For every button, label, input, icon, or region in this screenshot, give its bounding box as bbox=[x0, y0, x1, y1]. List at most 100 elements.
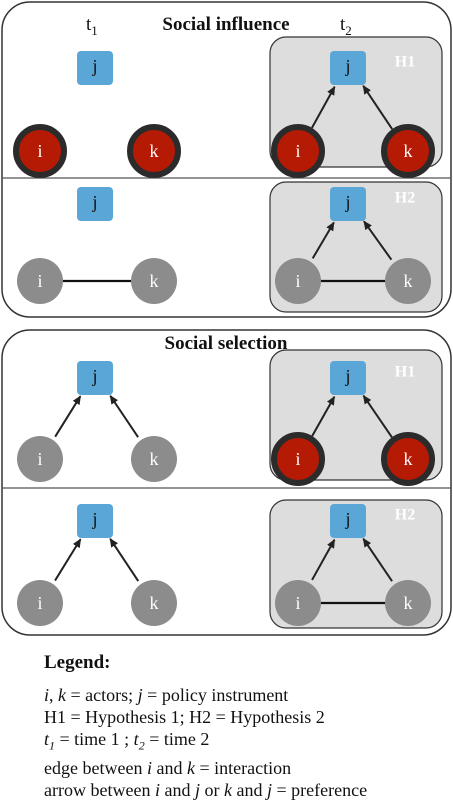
policy-node-j: j bbox=[77, 187, 113, 221]
graph-influence-h1-t2: i k j bbox=[271, 51, 435, 178]
arrow-i-to-j bbox=[54, 395, 82, 438]
actor-circle bbox=[17, 258, 63, 304]
legend-line-edge: edge between i and k = interaction bbox=[44, 757, 292, 778]
actor-node-k: k bbox=[131, 436, 177, 482]
arrow-i-to-j bbox=[311, 221, 335, 259]
actor-label: i bbox=[37, 449, 42, 469]
policy-label: j bbox=[91, 192, 97, 212]
actor-circle bbox=[385, 580, 431, 626]
actor-circle bbox=[127, 124, 181, 178]
actor-circle bbox=[131, 258, 177, 304]
actor-circle bbox=[17, 436, 63, 482]
arrow-k-to-j bbox=[109, 394, 139, 438]
actor-circle bbox=[271, 432, 325, 486]
policy-label: j bbox=[344, 56, 350, 76]
legend-line-actors: i, k = actors; j = policy instrument bbox=[44, 685, 289, 705]
arrow-i-to-j bbox=[311, 538, 336, 581]
arrow-i-to-j bbox=[311, 395, 336, 437]
actor-label: k bbox=[150, 271, 159, 291]
actor-circle bbox=[275, 258, 321, 304]
actor-node-i: i bbox=[271, 432, 325, 486]
actor-node-k: k bbox=[385, 258, 431, 304]
actor-circle bbox=[385, 258, 431, 304]
actor-node-k: k bbox=[385, 580, 431, 626]
actor-node-k: k bbox=[131, 258, 177, 304]
hypothesis-label-h1: H1 bbox=[395, 364, 415, 381]
actor-label: k bbox=[404, 593, 413, 613]
actor-node-k: k bbox=[381, 432, 435, 486]
actor-node-i: i bbox=[13, 124, 67, 178]
legend-title: Legend: bbox=[44, 652, 111, 673]
actor-circle bbox=[131, 436, 177, 482]
actor-circle bbox=[381, 124, 435, 178]
section-title-influence: Social influence bbox=[162, 14, 289, 35]
policy-label: j bbox=[91, 366, 97, 386]
arrow-i-to-j bbox=[54, 538, 82, 582]
policy-label: j bbox=[344, 192, 350, 212]
arrow-k-to-j bbox=[362, 537, 393, 582]
actor-node-i: i bbox=[17, 436, 63, 482]
section-title-selection: Social selection bbox=[165, 333, 288, 354]
actor-label: k bbox=[150, 593, 159, 613]
graph-influence-h2-t2: i k j bbox=[275, 187, 431, 304]
actor-node-i: i bbox=[275, 580, 321, 626]
policy-box bbox=[330, 504, 366, 538]
actor-label: i bbox=[37, 593, 42, 613]
legend-line-hypotheses: H1 = Hypothesis 1; H2 = Hypothesis 2 bbox=[44, 707, 325, 727]
actor-node-i: i bbox=[275, 258, 321, 304]
actor-label: k bbox=[150, 141, 159, 161]
actor-circle bbox=[131, 580, 177, 626]
actor-node-i: i bbox=[17, 580, 63, 626]
actor-node-k: k bbox=[381, 124, 435, 178]
arrow-k-to-j bbox=[109, 538, 140, 582]
actor-node-i: i bbox=[271, 124, 325, 178]
policy-label: j bbox=[91, 56, 97, 76]
time-label-t1: t1 bbox=[86, 14, 98, 38]
actor-circle bbox=[13, 124, 67, 178]
actor-label: k bbox=[404, 141, 413, 161]
hypothesis-label-h2: H2 bbox=[395, 507, 415, 524]
graph-selection-h2-t2: i k j bbox=[275, 504, 431, 626]
policy-box bbox=[77, 187, 113, 221]
policy-label: j bbox=[91, 509, 97, 529]
actor-label: i bbox=[37, 271, 42, 291]
actor-label: k bbox=[404, 271, 413, 291]
policy-box bbox=[77, 361, 113, 395]
policy-box bbox=[330, 361, 366, 395]
policy-node-j: j bbox=[77, 51, 113, 85]
policy-node-j: j bbox=[330, 51, 366, 85]
arrow-k-to-j bbox=[363, 220, 393, 261]
actor-label: k bbox=[150, 449, 159, 469]
policy-box bbox=[77, 504, 113, 538]
actor-circle bbox=[271, 124, 325, 178]
actor-circle bbox=[381, 432, 435, 486]
hypothesis-label-h2: H2 bbox=[395, 190, 415, 207]
policy-label: j bbox=[344, 366, 350, 386]
actor-node-i: i bbox=[17, 258, 63, 304]
policy-box bbox=[330, 51, 366, 85]
policy-box bbox=[77, 51, 113, 85]
actor-label: k bbox=[404, 449, 413, 469]
actor-label: i bbox=[37, 141, 42, 161]
actor-label: i bbox=[295, 271, 300, 291]
actor-circle bbox=[275, 580, 321, 626]
policy-node-j: j bbox=[330, 504, 366, 538]
graph-influence-h2-t1: i k j bbox=[17, 187, 177, 304]
arrow-k-to-j bbox=[362, 84, 394, 130]
policy-node-j: j bbox=[77, 504, 113, 538]
legend: Legend: i, k = actors; j = policy instru… bbox=[44, 652, 444, 801]
legend-line-arrow: arrow between i and j or k and j = prefe… bbox=[44, 779, 368, 800]
policy-node-j: j bbox=[330, 187, 366, 221]
policy-label: j bbox=[344, 509, 350, 529]
policy-node-j: j bbox=[77, 361, 113, 395]
legend-line-times: t1 = time 1 ; t2 = time 2 bbox=[44, 729, 210, 753]
actor-node-k: k bbox=[131, 580, 177, 626]
graph-selection-h1-t2: i k j bbox=[271, 361, 435, 486]
actor-label: i bbox=[295, 141, 300, 161]
graph-influence-h1-t1: i k j bbox=[13, 51, 181, 178]
actor-label: i bbox=[295, 449, 300, 469]
graph-selection-h2-t1: i k j bbox=[17, 504, 177, 626]
policy-box bbox=[330, 187, 366, 221]
